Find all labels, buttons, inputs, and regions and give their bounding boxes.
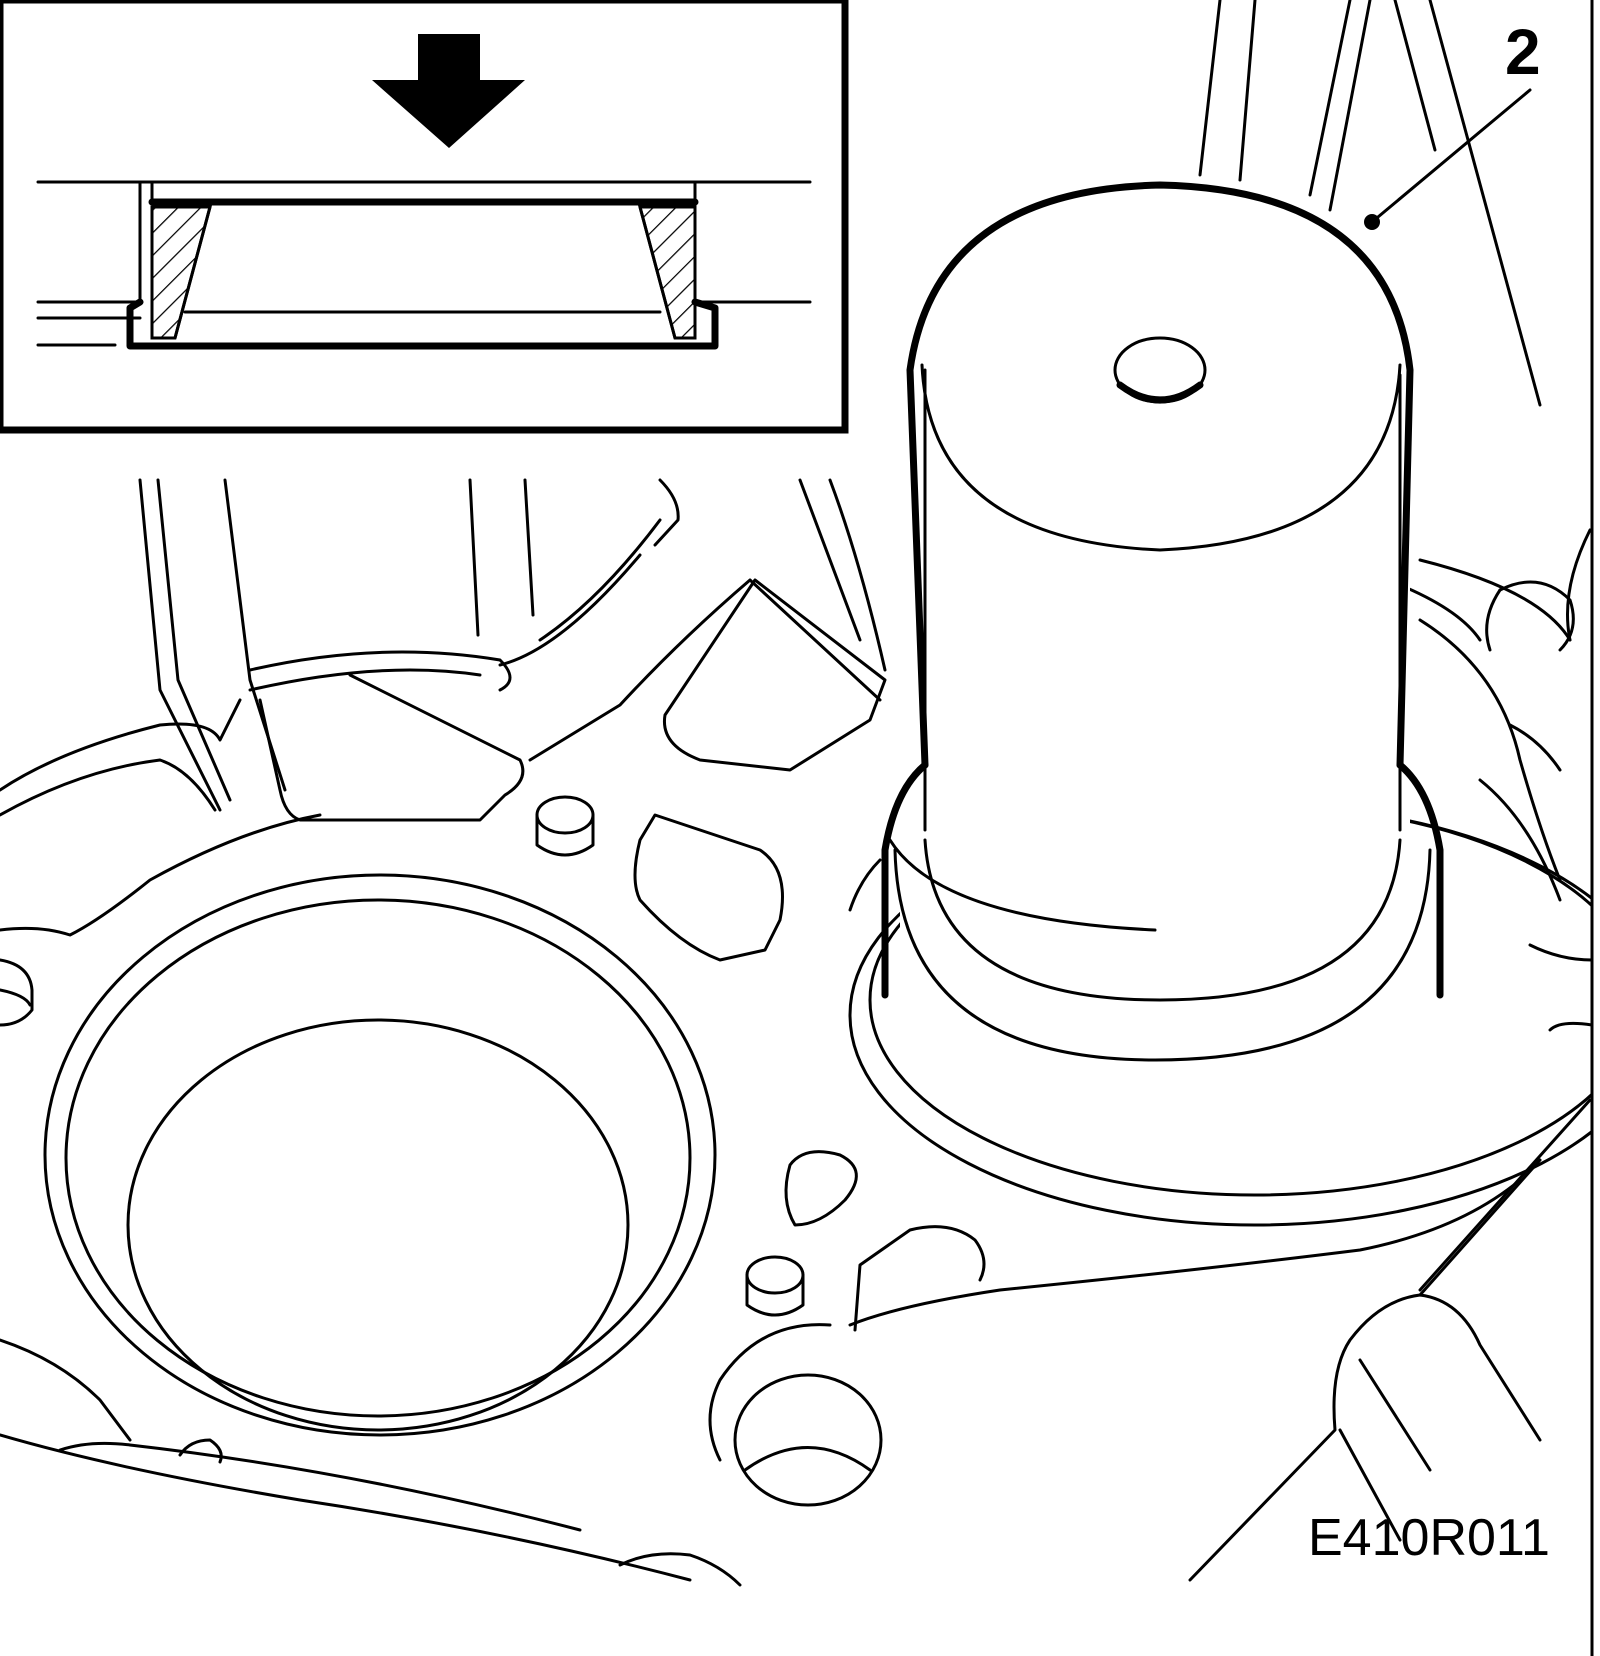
figure-code: E410R011 (1308, 1509, 1550, 1567)
press-direction-arrow-icon (372, 34, 525, 148)
dowel-pin-upper (535, 795, 595, 857)
tool-handle-lines (1198, 0, 1542, 407)
housing-ribs (138, 478, 887, 812)
oval-hole (784, 1150, 858, 1227)
housing-face (0, 528, 1592, 1587)
drift-tool (881, 88, 1532, 1125)
hand-outline (1188, 1158, 1542, 1582)
inset-detail (0, 0, 849, 434)
dowel-pin-lower (745, 1255, 805, 1317)
counterbored-hole (733, 1373, 883, 1507)
dowel-pin-left (0, 958, 34, 1027)
callout-number-2: 2 (1505, 16, 1541, 88)
left-bore (43, 873, 717, 1437)
